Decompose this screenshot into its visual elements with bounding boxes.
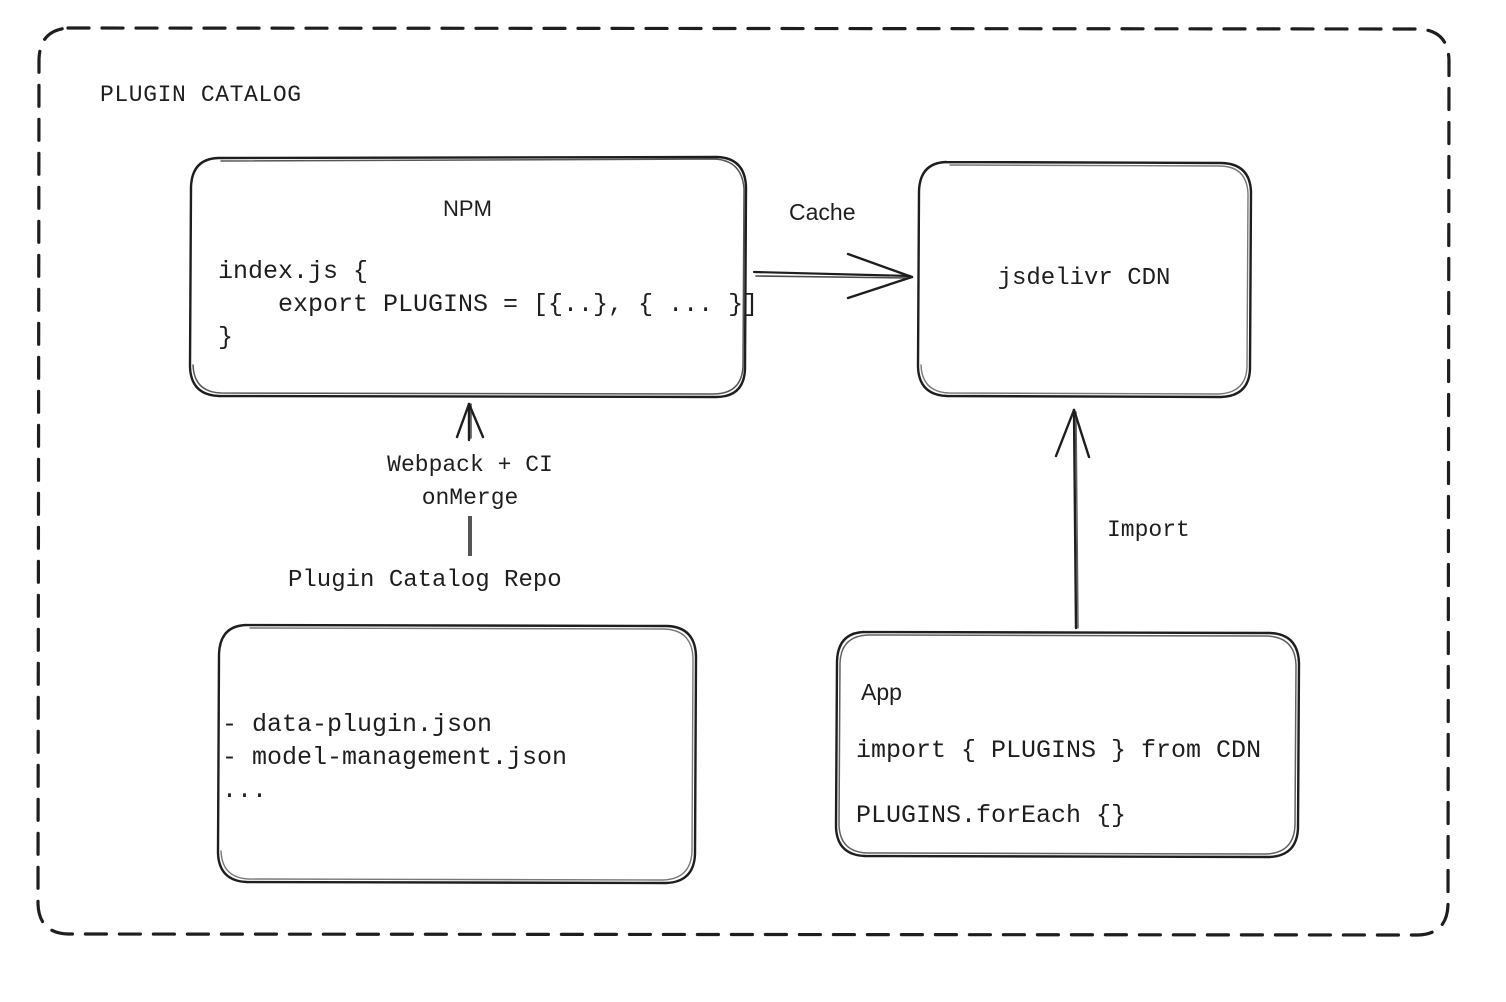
build-edge-label: Webpack + CI onMerge bbox=[387, 452, 553, 511]
import-arrow bbox=[1054, 408, 1091, 630]
repo-node-files: - data-plugin.json - model-management.js… bbox=[222, 710, 568, 805]
repo-node-shape bbox=[216, 623, 698, 885]
npm-node-title: NPM bbox=[443, 196, 492, 221]
cache-edge-label: Cache bbox=[789, 199, 856, 225]
app-node-title: App bbox=[861, 679, 902, 705]
cache-arrow bbox=[752, 252, 914, 300]
cdn-node-shape bbox=[916, 160, 1253, 399]
build-arrow bbox=[455, 402, 485, 556]
plugin-catalog-container bbox=[36, 26, 1451, 937]
cdn-node-title: jsdelivr CDN bbox=[997, 265, 1171, 292]
app-node-import-line: import { PLUGINS } from CDN bbox=[856, 736, 1262, 765]
import-edge-label: Import bbox=[1107, 517, 1190, 543]
app-node-foreach-line: PLUGINS.forEach {} bbox=[856, 801, 1127, 830]
npm-node-shape bbox=[188, 155, 748, 399]
npm-node-code: index.js { export PLUGINS = [{..}, { ...… bbox=[218, 257, 759, 352]
repo-node-caption: Plugin Catalog Repo bbox=[288, 567, 562, 594]
page-title: PLUGIN CATALOG bbox=[100, 82, 302, 108]
app-node-shape bbox=[834, 630, 1301, 859]
